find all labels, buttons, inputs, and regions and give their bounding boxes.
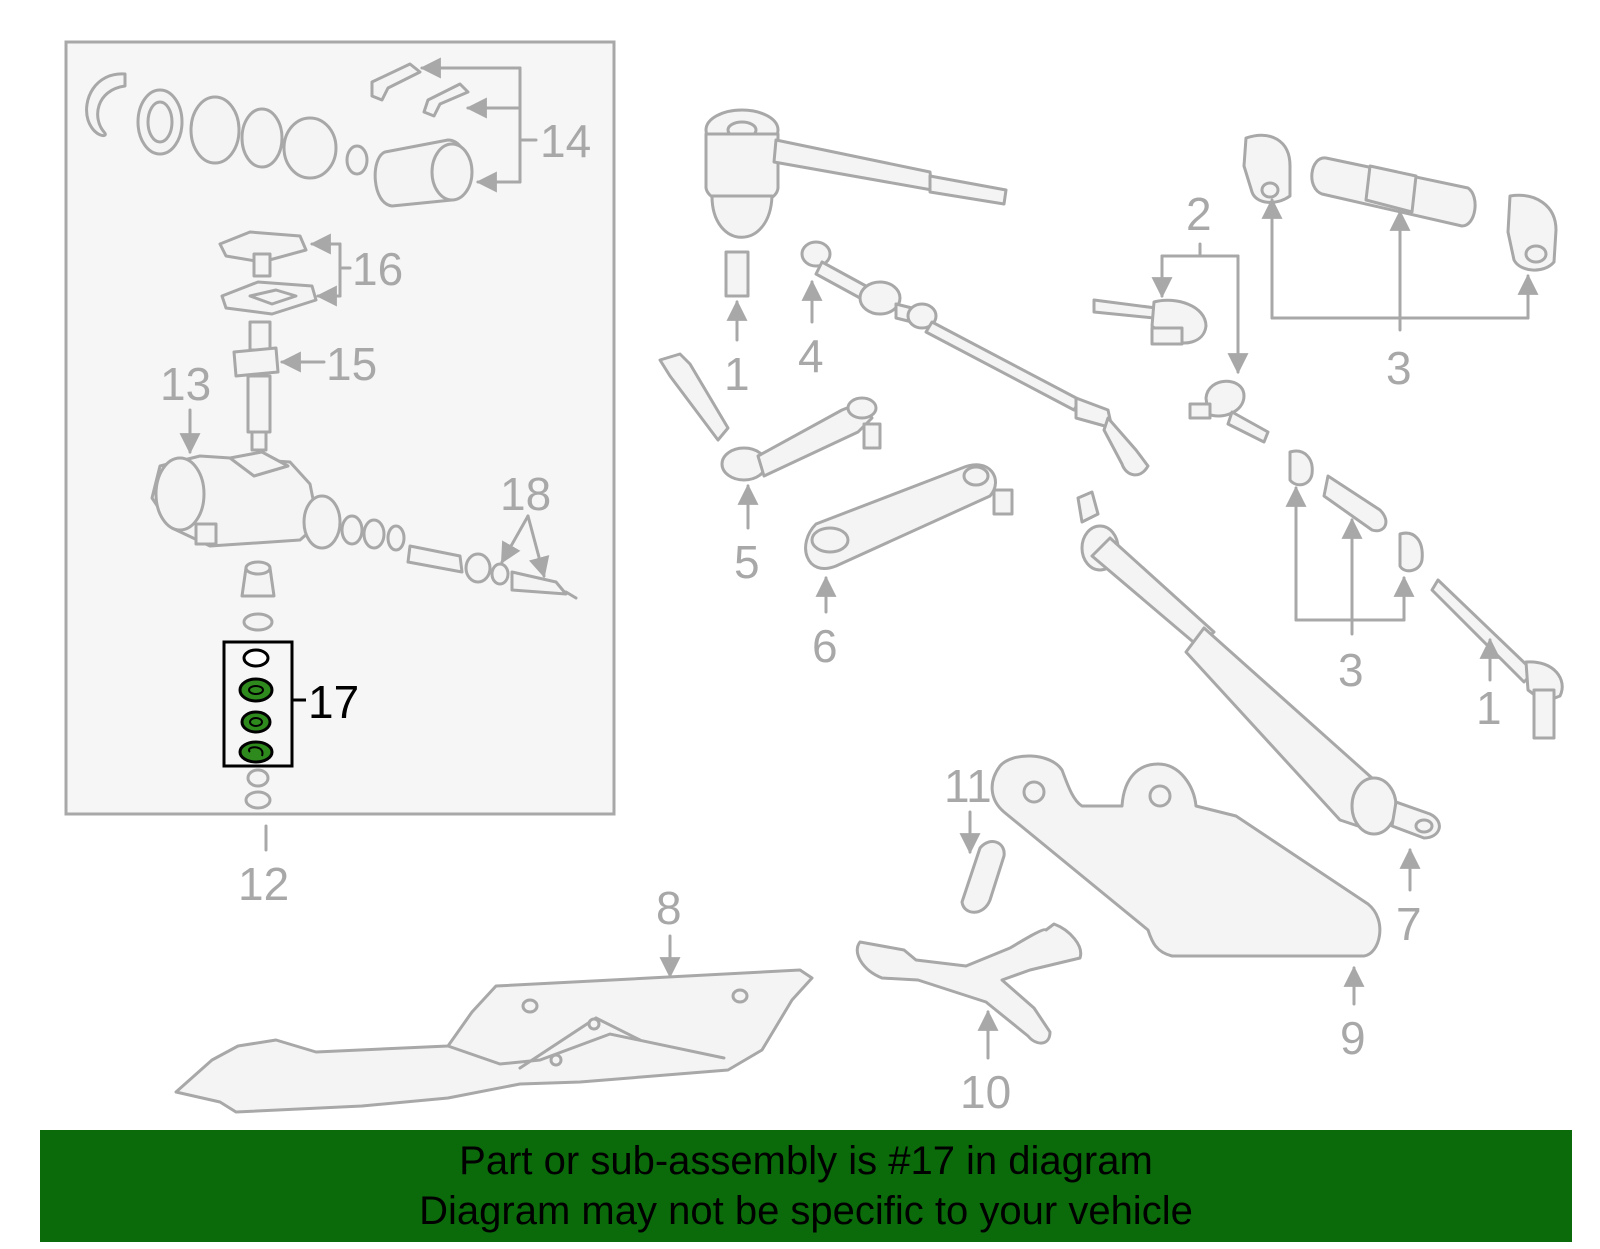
part-2-callout-lines [1151, 242, 1249, 375]
callout-17: 17 [308, 676, 359, 728]
caption-line-2: Diagram may not be specific to your vehi… [419, 1189, 1193, 1233]
caption-banner: Part or sub-assembly is #17 in diagram D… [40, 1130, 1572, 1242]
callout-1-upper: 1 [724, 348, 750, 400]
part-2-tie-rod-assembly [1092, 298, 1270, 444]
part-16-cover-gasket [218, 230, 318, 316]
callout-3-lower: 3 [1338, 644, 1364, 696]
part-8-shield [174, 968, 814, 1114]
part-14-callout-lines [419, 57, 538, 193]
callout-1-lower: 1 [1476, 682, 1502, 734]
part-1-tie-rod-end-upper [704, 108, 1008, 298]
part-6-pitman-arm [804, 463, 1014, 570]
callout-8: 8 [656, 882, 682, 934]
callout-3-upper: 3 [1386, 342, 1412, 394]
callout-9: 9 [1340, 1012, 1366, 1064]
callout-6: 6 [812, 620, 838, 672]
part-1-tie-rod-end-lower [1430, 578, 1564, 740]
part-17-seal-kit-highlight [222, 640, 306, 768]
part-3-adjuster-sleeve-lower [1288, 449, 1424, 573]
part-3-callout-lines-lower [1285, 485, 1415, 636]
steering-gear-inset-box [64, 40, 616, 816]
part-4-drag-link [800, 240, 1150, 477]
callout-14: 14 [540, 115, 591, 167]
part-9-skid-plate [990, 754, 1382, 958]
part-15-sector-shaft [232, 320, 280, 452]
callout-13: 13 [160, 358, 211, 410]
part-5-idler-arm [658, 352, 882, 482]
callout-11: 11 [944, 760, 992, 812]
callout-15: 15 [326, 338, 377, 390]
callout-12: 12 [238, 858, 289, 910]
callout-18: 18 [500, 468, 551, 520]
part-11-bracket [960, 840, 1006, 914]
callout-2: 2 [1186, 188, 1212, 240]
part-3-callout-lines-upper [1261, 197, 1539, 332]
callout-7: 7 [1396, 898, 1422, 950]
callout-4: 4 [798, 330, 824, 382]
part-10-brace [855, 922, 1083, 1045]
part-18-worm-shaft [406, 544, 578, 600]
caption-line-1: Part or sub-assembly is #17 in diagram [459, 1139, 1153, 1183]
part-14-rings [85, 62, 474, 208]
part-3-adjuster-sleeve-upper [1242, 133, 1558, 272]
part-13-gear-housing [150, 450, 406, 552]
callout-16: 16 [352, 243, 403, 295]
callout-5: 5 [734, 536, 760, 588]
part-18-callout-lines [500, 514, 550, 579]
part-7-steering-damper [1076, 490, 1441, 840]
callout-10: 10 [960, 1066, 1011, 1118]
part-12-bushing-stack [240, 560, 276, 810]
part-16-callout-lines [309, 233, 352, 307]
